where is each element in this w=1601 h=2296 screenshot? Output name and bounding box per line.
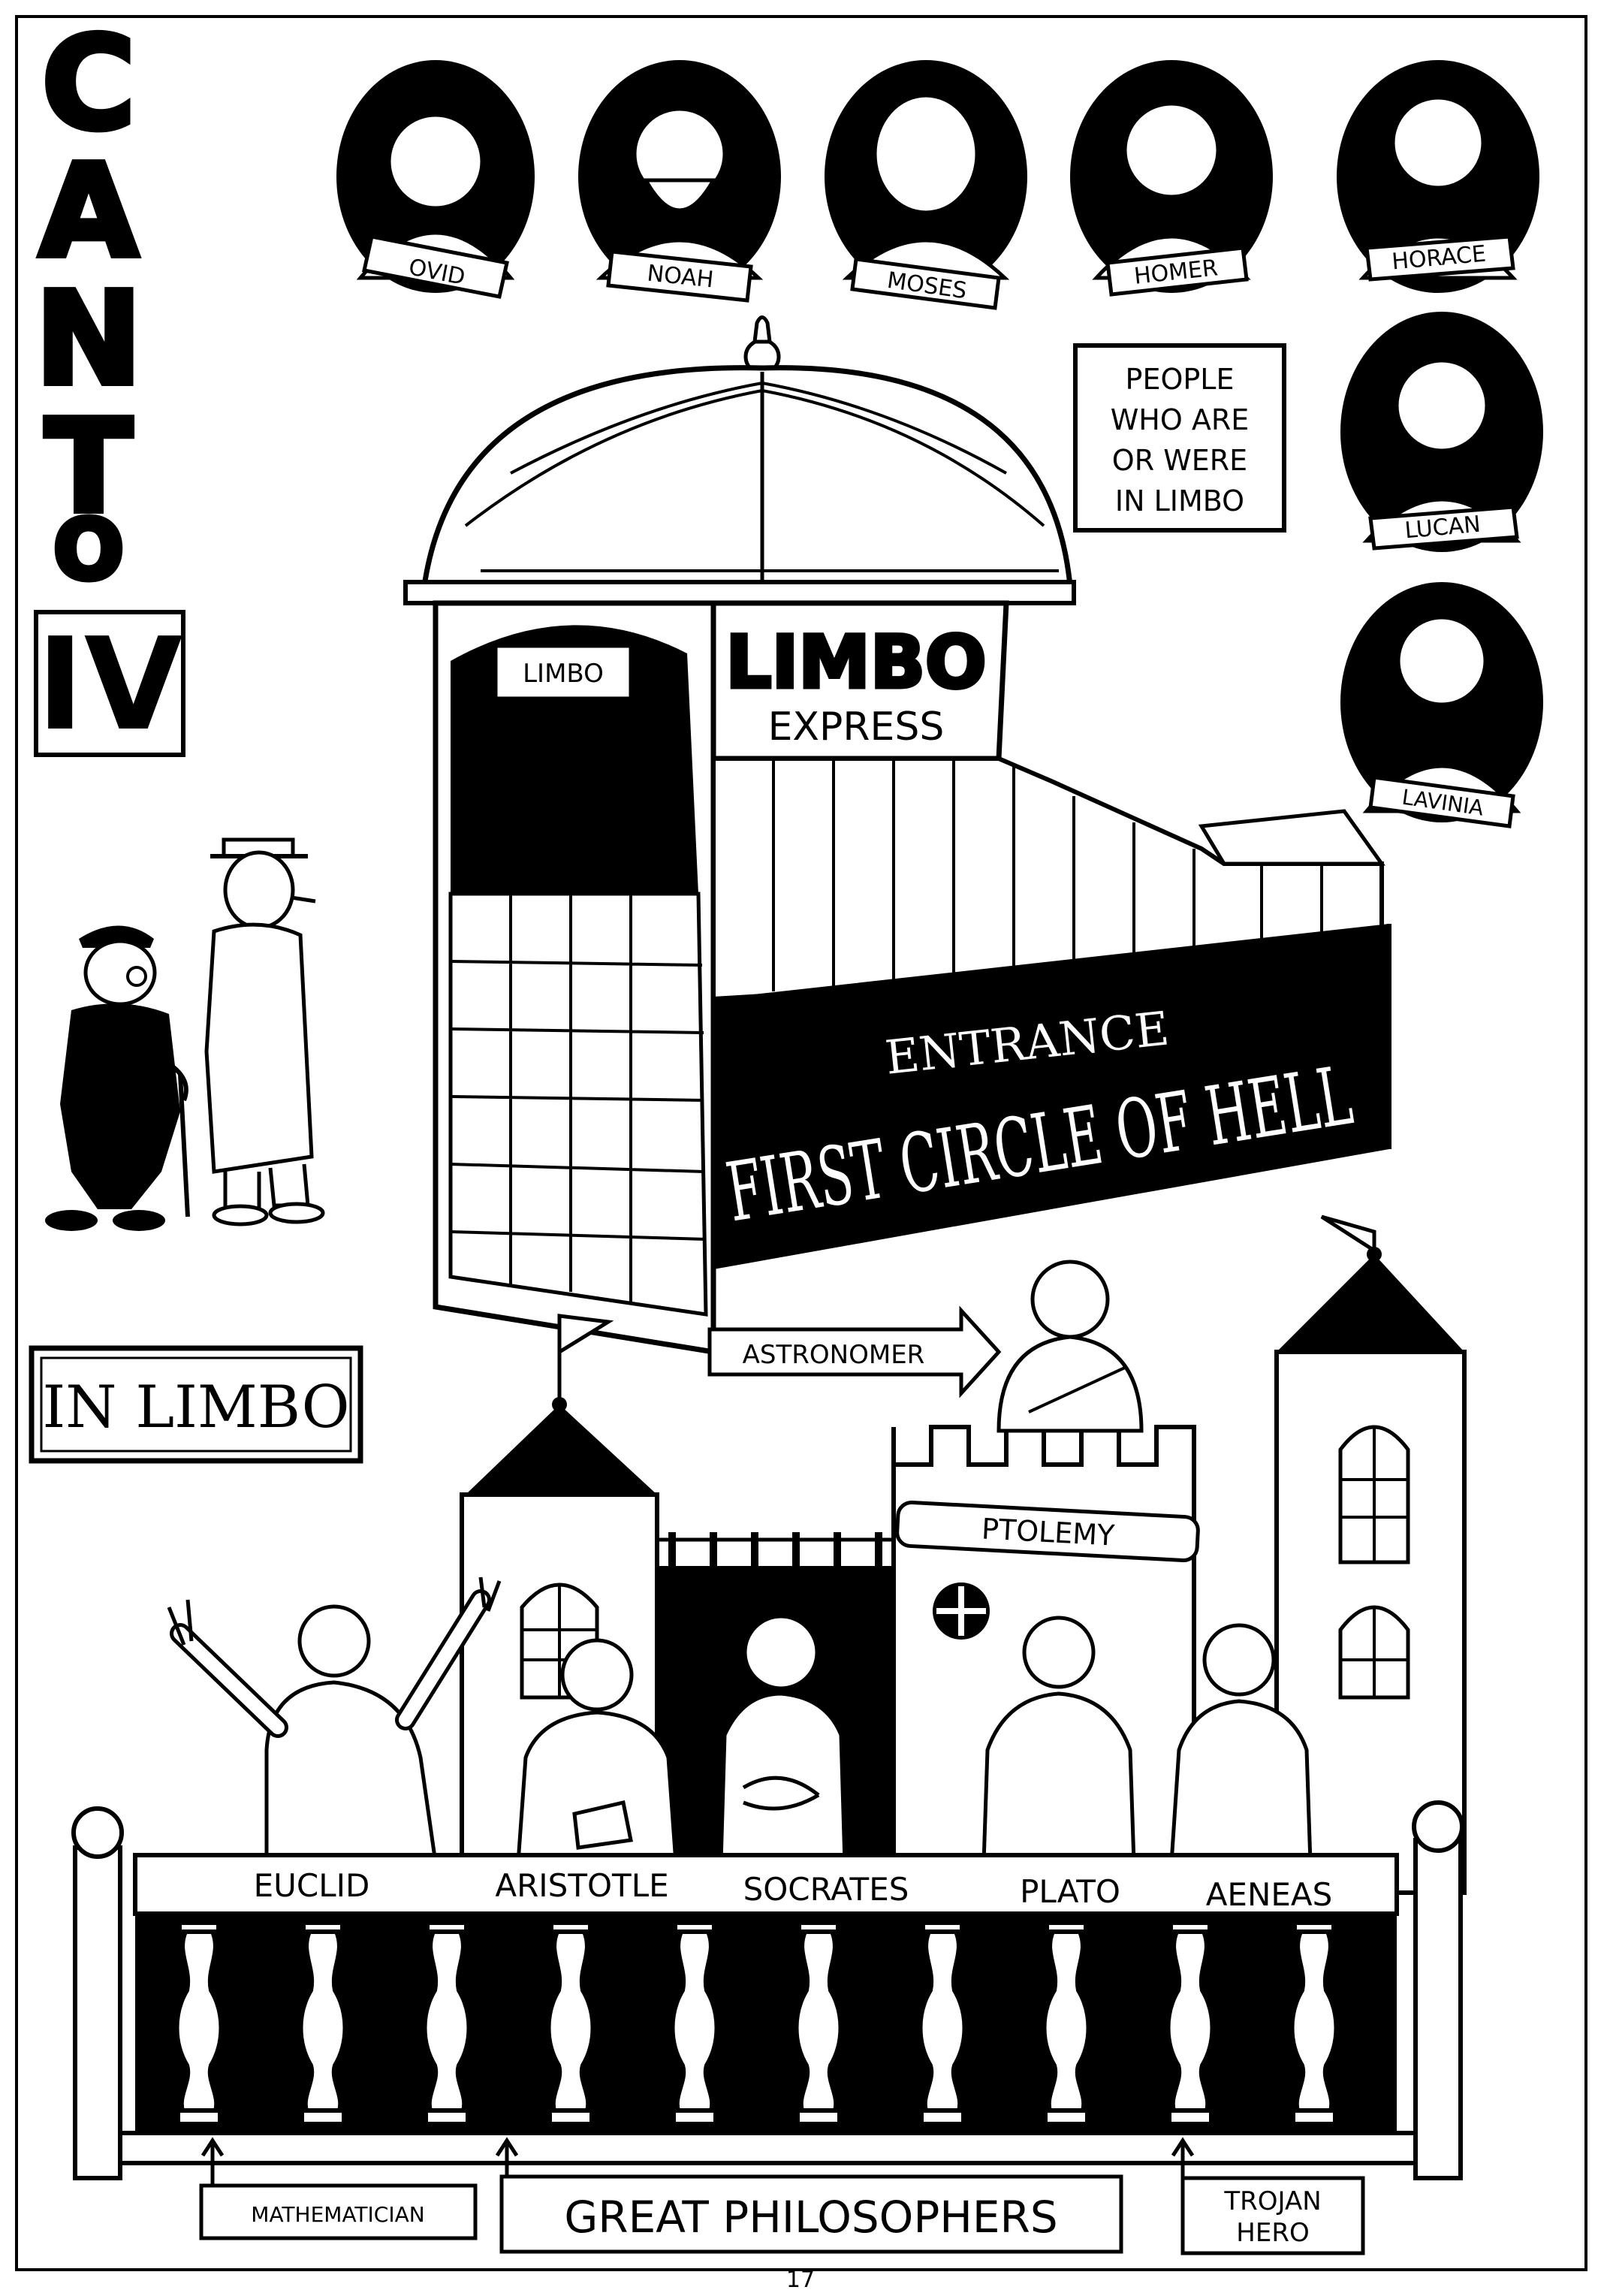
in-limbo-sign: IN LIMBO <box>29 1345 363 1464</box>
great-philosophers-label: GREAT PHILOSOPHERS <box>564 2192 1057 2243</box>
philosopher-name: SOCRATES <box>743 1871 909 1908</box>
portrait-noah: NOAH <box>578 60 781 303</box>
figure-plato <box>981 1616 1136 1865</box>
canto-letter: T <box>45 393 132 542</box>
station-subtitle: EXPRESS <box>768 704 945 750</box>
canto-numeral: IV <box>37 611 183 759</box>
figure-euclid <box>167 1576 502 1865</box>
caption-line: IN LIMBO <box>1115 484 1244 517</box>
castle-scene: ASTRONOMER PTOLEMY <box>71 1214 1467 2255</box>
caption-line: WHO ARE <box>1111 403 1250 436</box>
portrait-lavinia: LAVINIA <box>1340 582 1543 828</box>
station-title: LIMBO <box>725 620 986 704</box>
canto-numeral-box <box>34 610 185 757</box>
philosopher-name: AENEAS <box>1206 1876 1333 1913</box>
caption-line: OR WERE <box>1112 444 1247 477</box>
philosopher-name: EUCLID <box>254 1867 370 1904</box>
mathematician-label: MATHEMATICIAN <box>251 2202 424 2227</box>
astronomer-label: ASTRONOMER <box>743 1340 925 1370</box>
walking-men <box>45 837 325 1231</box>
portrait-ovid: OVID <box>336 60 535 299</box>
ptolemy-label: PTOLEMY <box>981 1512 1116 1552</box>
portrait-lucan: LUCAN <box>1340 312 1543 552</box>
arch-sign-text: LIMBO <box>523 659 604 689</box>
caption-line: PEOPLE <box>1126 363 1235 396</box>
canto-letter: C <box>42 10 136 158</box>
canto-letter: A <box>39 137 138 286</box>
limbo-station: LIMBO LIMBO EXPRESS ENTRANCE FIRST CIRCL… <box>403 315 1391 1356</box>
figure-aristotle <box>516 1638 678 1865</box>
caption-box: PEOPLE WHO ARE OR WERE IN LIMBO <box>1073 343 1286 533</box>
figure-aeneas <box>1169 1623 1313 1865</box>
canto-letter: N <box>35 265 142 414</box>
portrait-moses: MOSES <box>825 60 1027 310</box>
trojan-hero-label: TROJAN <box>1223 2186 1321 2216</box>
portrait-horace: HORACE <box>1337 60 1539 293</box>
page-number: 17 <box>786 2267 815 2293</box>
trojan-hero-label: HERO <box>1236 2218 1309 2248</box>
philosopher-name: ARISTOTLE <box>495 1867 668 1904</box>
canto-title: C A N T O IV <box>32 7 185 759</box>
page-border <box>15 15 1587 2271</box>
in-limbo-text: IN LIMBO <box>42 1374 349 1441</box>
canto-letter: O <box>53 502 124 598</box>
philosopher-name: PLATO <box>1020 1873 1120 1910</box>
figure-socrates <box>719 1614 847 1865</box>
portrait-homer: HOMER <box>1070 60 1273 297</box>
